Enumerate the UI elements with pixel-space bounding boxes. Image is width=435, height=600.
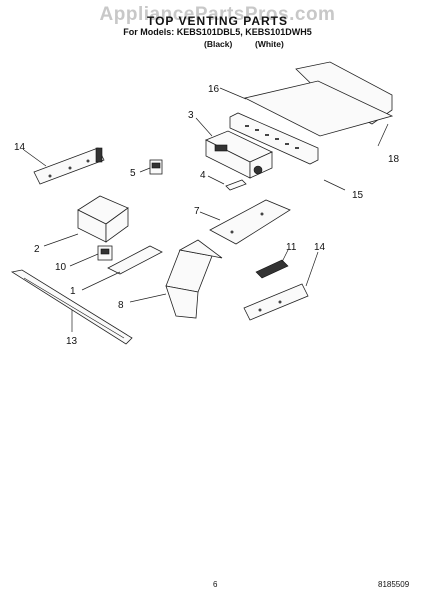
callout-8: 8 xyxy=(118,300,124,311)
color-black-label: (Black) xyxy=(204,39,233,49)
part-15-vent-bracket[interactable] xyxy=(229,112,319,165)
page-number: 6 xyxy=(213,580,218,589)
callout-16: 16 xyxy=(208,84,220,95)
callout-3: 3 xyxy=(188,110,194,121)
callout-18: 18 xyxy=(388,154,400,165)
document-number: 8185509 xyxy=(378,580,410,589)
callout-5: 5 xyxy=(130,168,136,179)
callout-7: 7 xyxy=(194,206,200,217)
page-title: TOP VENTING PARTS xyxy=(146,14,289,28)
model-numbers: For Models: KEBS101DBL5, KEBS101DWH5 xyxy=(123,27,312,37)
color-white-label: (White) xyxy=(255,39,284,49)
callout-15: 15 xyxy=(352,190,364,201)
part-3-blower-assembly[interactable] xyxy=(205,130,273,179)
callout-labels: 16 3 18 15 14 5 4 7 2 10 1 8 11 14 13 xyxy=(14,84,400,347)
part-14-right-bracket[interactable] xyxy=(243,283,309,321)
part-7-baffle-plate[interactable] xyxy=(209,199,291,245)
part-1-strip[interactable] xyxy=(107,245,163,275)
callout-14-left: 14 xyxy=(14,142,26,153)
part-5-switch[interactable] xyxy=(149,159,163,175)
callout-1: 1 xyxy=(70,286,76,297)
watermark: AppliancePartsPros.com xyxy=(99,4,336,25)
part-2-duct[interactable] xyxy=(77,195,129,243)
part-14-left-bracket[interactable] xyxy=(33,147,105,185)
part-4-fuse[interactable] xyxy=(225,179,247,191)
part-16-insulation[interactable] xyxy=(243,80,394,137)
leader-lines xyxy=(23,87,389,332)
callout-13: 13 xyxy=(66,336,78,347)
callout-2: 2 xyxy=(34,244,40,255)
callout-14-right: 14 xyxy=(314,242,326,253)
part-13-front-rail[interactable] xyxy=(10,269,133,345)
callout-4: 4 xyxy=(200,170,206,181)
part-8-air-guide[interactable] xyxy=(165,239,223,319)
callout-11: 11 xyxy=(286,242,297,253)
callout-10: 10 xyxy=(55,262,67,273)
part-11-terminal-block[interactable] xyxy=(255,259,289,279)
part-10-switch[interactable] xyxy=(97,245,113,261)
